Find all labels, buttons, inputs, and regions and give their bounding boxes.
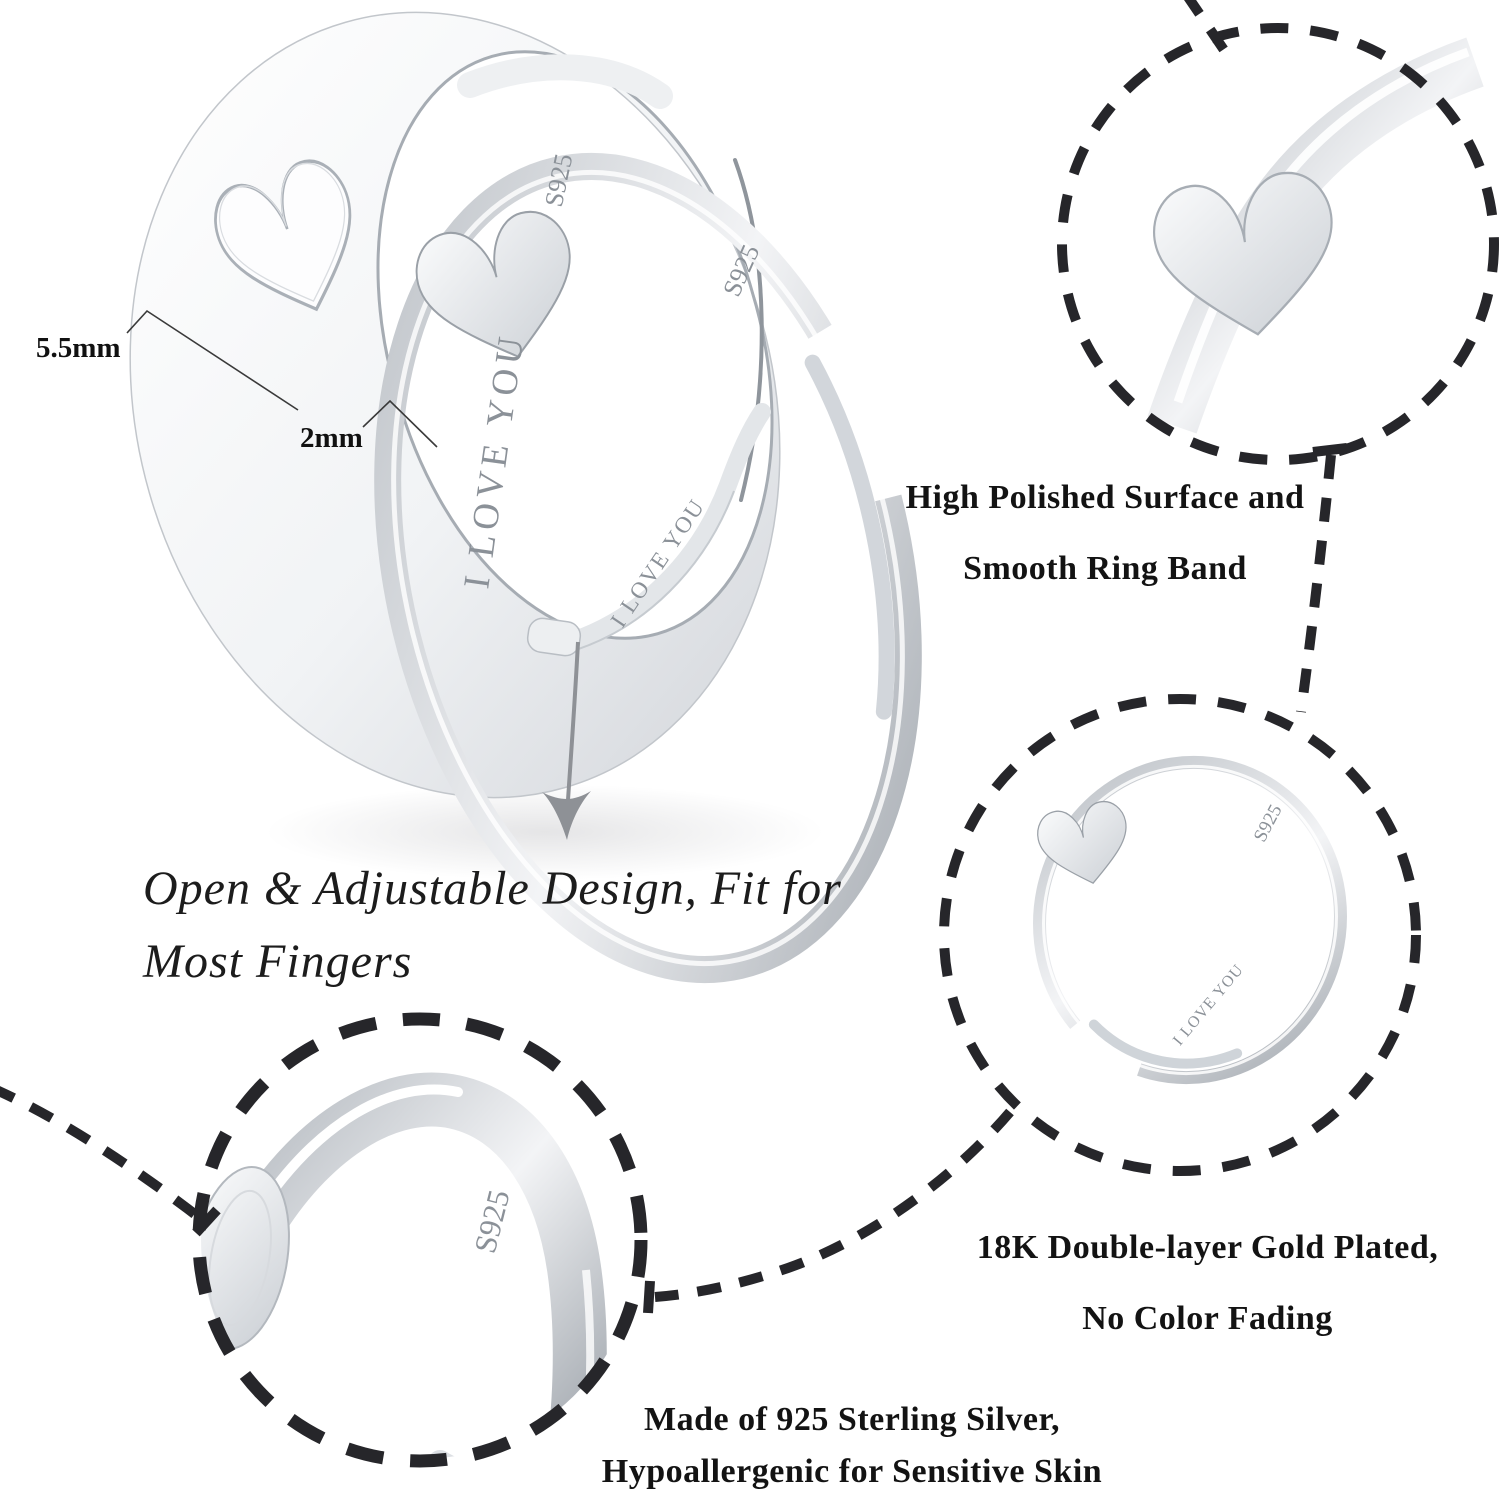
wide-ring-inner-surface [457,54,673,109]
caption-adjustable-design: Open & Adjustable Design, Fit for Most F… [143,852,963,998]
caption-sterling-silver: Made of 925 Sterling Silver, Hypoallerge… [597,1394,1107,1498]
engraving-s925-closeup: S925 [467,1186,516,1256]
dashed-circle-band-closeup [192,1012,648,1468]
adjustable-overlap-end [804,354,895,720]
caption-line: Made of 925 Sterling Silver, [644,1401,1060,1438]
measure-line-2mm [362,399,438,448]
measurement-5-5mm-label: 5.5mm [36,332,121,364]
zoom-detail-heart-closeup [1146,37,1484,434]
caption-line: Most Fingers [143,935,413,988]
engraving-i-love-you-small-ring: I LOVE YOU [1170,961,1247,1049]
dashed-annotations [0,0,1499,1468]
caption-line: 18K Double-layer Gold Plated, [976,1229,1439,1266]
caption-line: Open & Adjustable Design, Fit for [143,862,842,915]
dashed-circle-full-ring [939,694,1421,1176]
wide-band-ring [129,11,781,799]
caption-line: Hypoallergenic for Sensitive Skin [601,1453,1103,1490]
adjustable-gap [803,322,907,503]
band-closeup-main [239,1072,607,1459]
wide-ring-body [129,11,781,799]
engraving-s925-small-ring: S925 [1250,801,1287,845]
closeup-heart [1146,165,1348,349]
dashed-circle-heart-closeup [1057,23,1499,465]
caption-gold-plating: 18K Double-layer Gold Plated, No Color F… [960,1212,1455,1354]
connector-middle-to-bottom-cap [643,1280,655,1314]
connector-left-leader [0,1086,209,1226]
thin-ring-back-band [526,403,771,657]
arrowhead [542,791,591,840]
caption-polished-surface: High Polished Surface and Smooth Ring Ba… [860,462,1350,604]
measurement-2mm-label: 2mm [300,422,363,454]
connector-top-to-middle [1296,454,1336,713]
caption-line: High Polished Surface and [905,479,1305,516]
ring-shadow [265,784,825,880]
adjustable-arrow [542,641,591,840]
connector-top-to-middle-cap [1312,443,1348,457]
zoom-detail-full-ring: S925 I LOVE YOU [1032,755,1347,1085]
connector-middle-to-bottom [654,1108,1014,1302]
connector-left-leader-cap [192,1206,221,1237]
thin-heart-ring [374,152,922,984]
measure-line-5-5mm [126,309,299,411]
engraving-i-love-you-large: I LOVE YOU [456,330,533,591]
zoom-detail-band-closeup: S925 [201,1072,607,1459]
small-ring-overlap-end [1088,1019,1243,1069]
band-closeup-open-end [428,1450,527,1459]
dashed-fragment-top [1184,0,1229,53]
caption-line: No Color Fading [1082,1300,1333,1337]
wide-ring-rim-highlight [733,158,764,502]
measurement-lines [126,309,438,448]
caption-line: Smooth Ring Band [963,550,1247,587]
wide-ring-inner-rim [376,50,774,640]
adjustable-band-end-tab [526,617,582,657]
